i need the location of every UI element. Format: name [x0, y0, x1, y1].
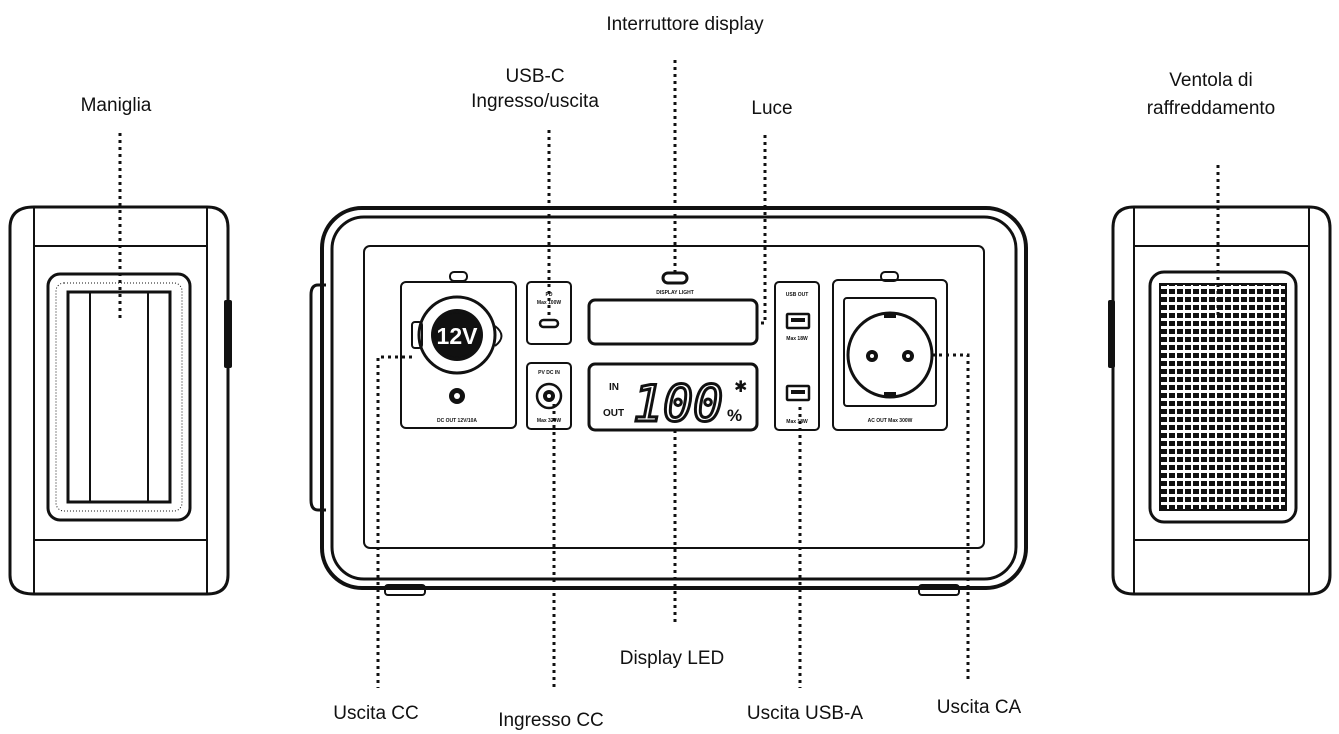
- callout-handle: Maniglia: [81, 95, 152, 116]
- usb-a1-max-label: Max 18W: [786, 336, 808, 342]
- callout-display-switch: Interruttore display: [606, 14, 764, 35]
- callout-usb-c-line2: Ingresso/uscita: [471, 91, 599, 112]
- led-display: IN OUT 100 ✱ %: [587, 362, 759, 435]
- pv-max-label: Max 320W: [537, 418, 561, 424]
- callout-usb-a-output: Uscita USB-A: [747, 703, 863, 724]
- front-view: 12V DC OUT 12V/10A PD Max 100W PV DC IN …: [309, 206, 1028, 596]
- light-panel: [587, 298, 759, 346]
- callout-fan-line2: raffreddamento: [1147, 98, 1276, 119]
- fan-grille-icon: [1148, 270, 1298, 524]
- callout-led-display: Display LED: [620, 648, 725, 669]
- ac-out-label: AC OUT Max 300W: [868, 418, 913, 424]
- usb-out-label: USB OUT: [786, 292, 809, 298]
- screen-percentage: 100: [633, 375, 723, 433]
- dc-input-module: PV DC IN Max 320W: [526, 362, 572, 430]
- bluetooth-icon: ✱: [734, 377, 747, 396]
- callout-usb-c-line1: USB-C: [505, 66, 564, 87]
- left-side-view: [8, 205, 232, 596]
- car-socket-icon: [411, 295, 503, 375]
- dc-output-module: 12V DC OUT 12V/10A: [400, 271, 517, 429]
- usb-a2-max-label: Max 18W: [786, 419, 808, 425]
- callout-light: Luce: [751, 98, 792, 119]
- usb-a-port-2: [785, 384, 811, 402]
- usb-c-port-module: PD Max 100W: [526, 281, 572, 345]
- leader-lines: [118, 60, 1220, 688]
- car-socket-label: 12V: [437, 323, 479, 349]
- screen-in-label: IN: [609, 382, 619, 393]
- callout-ac-output: Uscita CA: [937, 697, 1022, 718]
- light-module: DISPLAY LIGHT: [587, 271, 759, 346]
- schuko-socket-icon: [843, 297, 937, 407]
- ac-output-module: AC OUT Max 300W: [832, 271, 948, 431]
- display-switch: [661, 271, 689, 285]
- pv-label: PV DC IN: [538, 370, 560, 376]
- pd-label: PD: [546, 292, 553, 298]
- usb-c-port: [538, 318, 560, 329]
- callout-dc-output: Uscita CC: [333, 703, 419, 724]
- screen-out-label: OUT: [603, 408, 624, 419]
- callout-labels: Interruttore display USB-C Ingresso/usci…: [81, 14, 1276, 731]
- dc-out-label: DC OUT 12V/10A: [437, 418, 477, 424]
- right-side-view: [1108, 205, 1332, 596]
- usb-a-port-1: [785, 312, 811, 330]
- callout-dc-input: Ingresso CC: [498, 710, 604, 731]
- pd-max-label: Max 100W: [537, 300, 561, 306]
- screen-percent-sign: %: [727, 406, 742, 425]
- callout-fan-line1: Ventola di: [1169, 70, 1252, 91]
- display-light-label: DISPLAY LIGHT: [656, 290, 694, 296]
- usb-a-output-module: USB OUT Max 18W Max 18W: [774, 281, 820, 431]
